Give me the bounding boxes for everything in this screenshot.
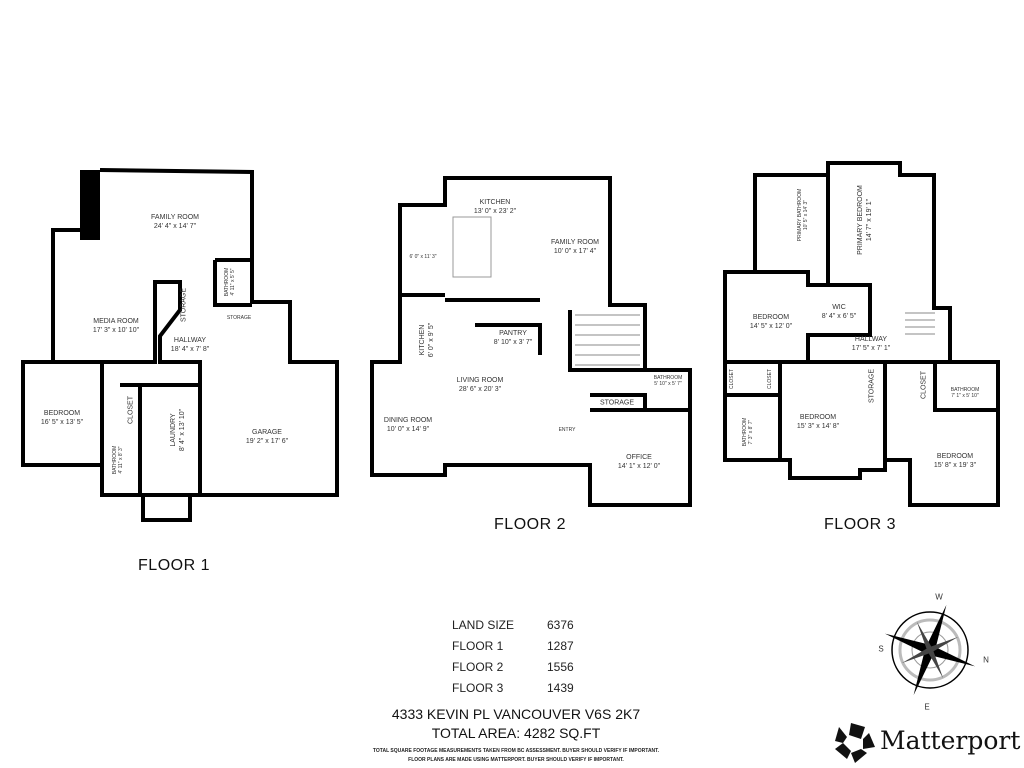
- floor-1-walls: [21, 168, 339, 522]
- compass-e: E: [924, 702, 930, 712]
- floor-title: FLOOR 3: [824, 516, 896, 533]
- summary-label: FLOOR 2: [452, 659, 504, 674]
- room-label: STORAGE: [226, 315, 252, 321]
- room-label: STORAGE: [180, 287, 188, 323]
- disclaimer: TOTAL SQUARE FOOTAGE MEASUREMENTS TAKEN …: [372, 748, 660, 754]
- summary-row: FLOOR 1 1287: [452, 635, 574, 656]
- summary-row: FLOOR 2 1556: [452, 656, 574, 677]
- area-summary-table: LAND SIZE 6376 FLOOR 1 1287 FLOOR 2 1556 FL…: [452, 614, 574, 698]
- room-label: CLOSET: [920, 370, 928, 400]
- room-label: STORAGE: [868, 368, 876, 404]
- summary-value: 1287: [547, 638, 574, 653]
- room-label: CLOSET: [127, 395, 135, 425]
- fireplace-icon: [80, 170, 100, 240]
- summary-row: FLOOR 3 1439: [452, 677, 574, 698]
- floor-title: FLOOR 2: [494, 516, 566, 533]
- matterport-logo-icon: [835, 723, 875, 763]
- floor-2-stairs: [575, 314, 640, 366]
- summary-value: 1439: [547, 680, 574, 695]
- disclaimer: FLOOR PLANS ARE MADE USING MATTERPORT. B…: [408, 757, 624, 763]
- summary-row: LAND SIZE 6376: [452, 614, 574, 635]
- summary-label: FLOOR 3: [452, 680, 504, 695]
- floor-3-walls: [723, 161, 1000, 507]
- room-label: 6' 0" x 11' 3": [409, 254, 437, 260]
- kitchen-island: [452, 216, 492, 278]
- room-label: ENTRY: [558, 427, 576, 433]
- floor-title: FLOOR 1: [138, 557, 210, 574]
- room-label: CLOSET: [767, 368, 773, 390]
- brand-name: Matterport: [880, 726, 1021, 755]
- address: 4333 KEVIN PL VANCOUVER V6S 2K7: [391, 706, 641, 722]
- summary-value: 1556: [547, 659, 574, 674]
- room-label: STORAGE: [599, 399, 635, 407]
- compass-n: N: [983, 655, 989, 665]
- summary-label: LAND SIZE: [452, 617, 515, 632]
- summary-value: 6376: [547, 617, 574, 632]
- compass-s: S: [878, 644, 884, 654]
- summary-label: FLOOR 1: [452, 638, 504, 653]
- total-area: TOTAL AREA: 4282 SQ.FT: [431, 725, 601, 741]
- room-label: CLOSET: [729, 368, 735, 390]
- compass-rose-icon: [884, 604, 976, 696]
- floor-2-walls: [370, 176, 692, 507]
- compass-w: W: [935, 592, 943, 602]
- floor-3-stairs: [905, 312, 935, 335]
